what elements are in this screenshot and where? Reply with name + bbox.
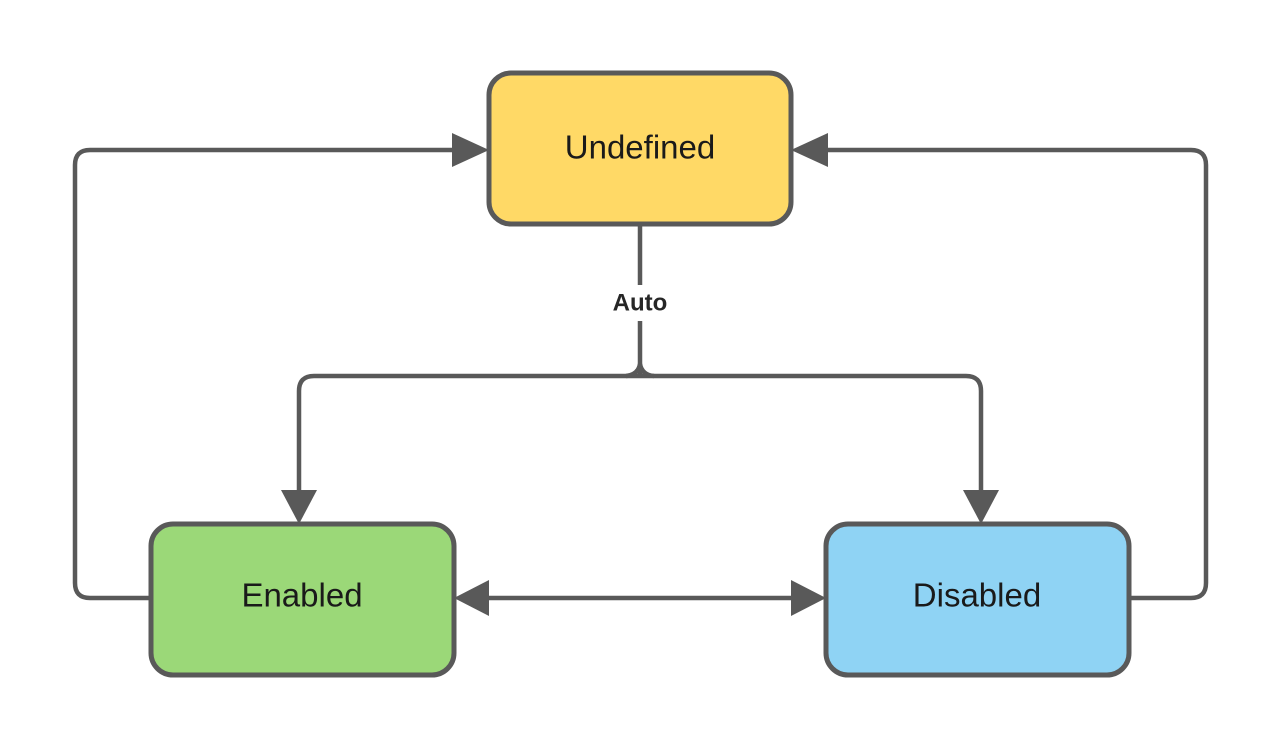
edge-auto-label-backdrop <box>592 285 688 321</box>
node-enabled-shape[interactable] <box>148 521 457 678</box>
node-undefined[interactable]: Undefined <box>486 70 794 227</box>
edge-disabled-to-undefined-line <box>828 147 1209 601</box>
edge-disabled-to-undefined <box>791 133 1209 601</box>
arrowhead-into-enabled-right-edge <box>454 580 489 616</box>
arrowhead-into-undefined-right <box>791 133 828 167</box>
edge-auto-label: Auto <box>613 289 668 316</box>
edge-enabled-disabled <box>454 580 826 616</box>
edge-auto-split: Auto <box>281 224 999 524</box>
edge-auto-branch-bar <box>296 373 984 509</box>
arrowhead-into-disabled <box>963 490 999 524</box>
arrowhead-into-enabled <box>281 490 317 524</box>
node-undefined-label: Undefined <box>565 129 715 166</box>
arrowhead-into-undefined-left <box>452 133 489 167</box>
edge-auto-fillet-right <box>637 363 655 379</box>
node-disabled-label: Disabled <box>913 577 1041 614</box>
node-enabled[interactable]: Enabled <box>148 521 457 678</box>
edge-enabled-to-undefined <box>72 133 489 601</box>
edge-enabled-to-undefined-line <box>72 147 452 601</box>
node-disabled[interactable]: Disabled <box>823 521 1132 678</box>
arrowhead-into-disabled-left-edge <box>791 580 826 616</box>
node-enabled-label: Enabled <box>241 577 362 614</box>
node-disabled-shape[interactable] <box>823 521 1132 678</box>
node-undefined-shape[interactable] <box>486 70 794 227</box>
